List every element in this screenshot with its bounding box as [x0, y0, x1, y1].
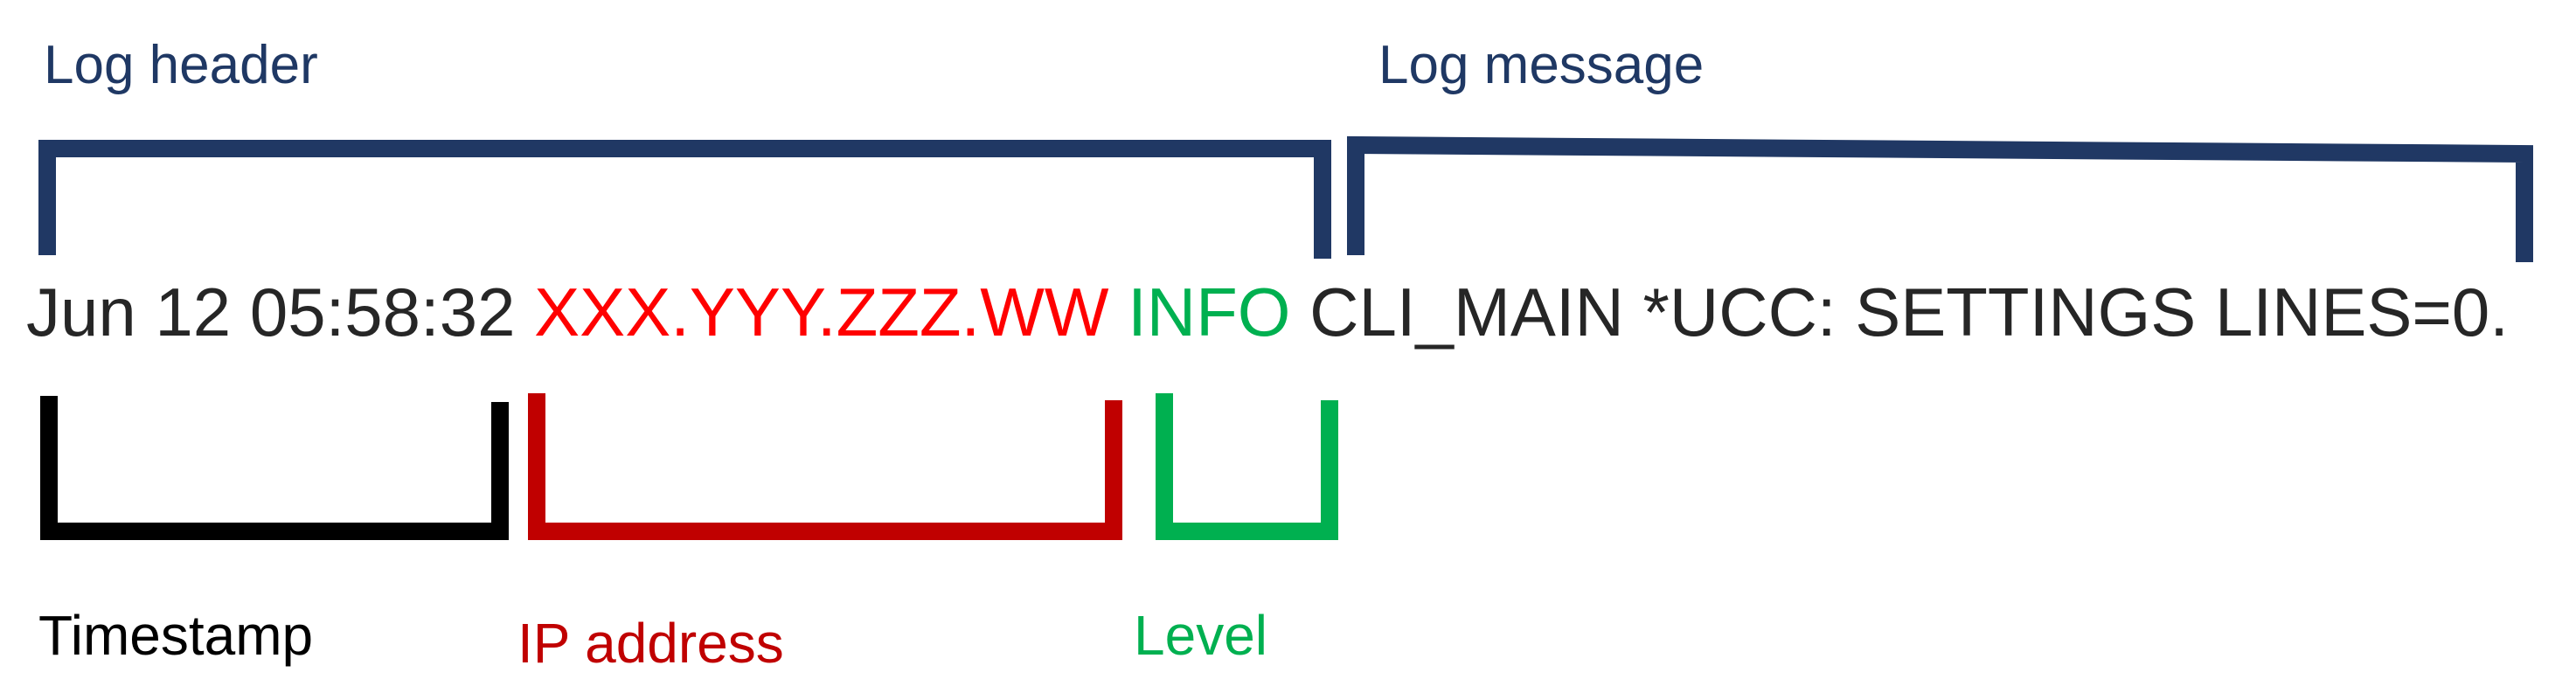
- log-header-bracket: [38, 140, 1331, 259]
- timestamp-label: Timestamp: [38, 604, 314, 667]
- log-level: INFO: [1128, 274, 1291, 350]
- log-timestamp: Jun 12 05:58:32: [26, 274, 516, 350]
- ip-address-bracket: [528, 393, 1122, 540]
- level-label: Level: [1134, 604, 1267, 667]
- log-message: CLI_MAIN *UCC: SETTINGS LINES=0.: [1309, 274, 2509, 350]
- log-message-bracket: [1347, 135, 2533, 262]
- timestamp-bracket: [40, 396, 509, 540]
- log-line: Jun 12 05:58:32 XXX.YYY.ZZZ.WW INFO CLI_…: [26, 278, 2509, 346]
- ip-address-label: IP address: [517, 612, 784, 675]
- level-bracket: [1156, 393, 1338, 540]
- log-ip-address: XXX.YYY.ZZZ.WW: [534, 274, 1109, 350]
- log-header-label: Log header: [44, 35, 318, 95]
- log-message-label: Log message: [1378, 35, 1705, 95]
